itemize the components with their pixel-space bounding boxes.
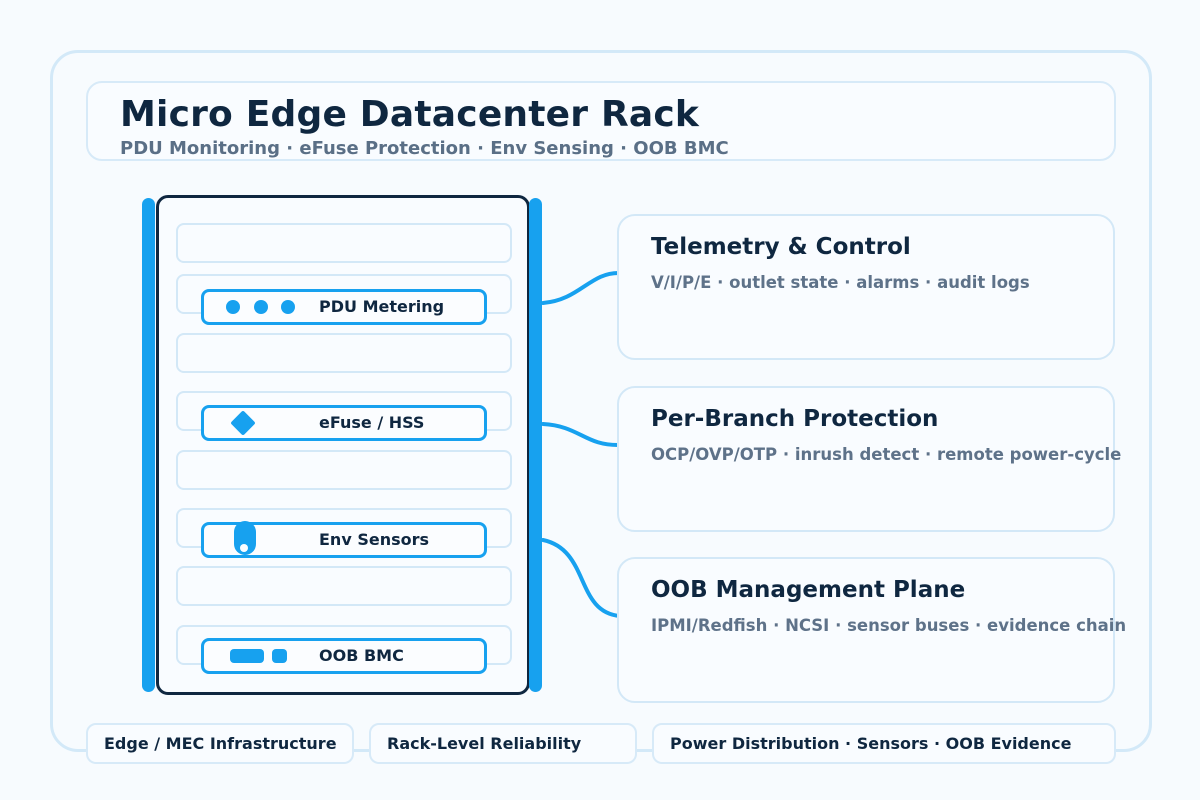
module-label: PDU Metering xyxy=(319,297,445,316)
module-label: eFuse / HSS xyxy=(319,413,425,432)
rack-rail-right xyxy=(529,198,542,692)
module-env-sensors[interactable]: Env Sensors xyxy=(201,521,487,558)
rack-slot-empty xyxy=(176,333,512,373)
card-title: Telemetry & Control xyxy=(651,234,911,260)
rack-slot-empty xyxy=(176,450,512,490)
module-label: Env Sensors xyxy=(319,530,430,549)
card-description: V/I/P/E · outlet state · alarms · audit … xyxy=(651,273,1030,292)
header-panel xyxy=(86,81,1116,161)
tag-label: Edge / MEC Infrastructure xyxy=(104,734,337,753)
rack-rail-left xyxy=(142,198,155,692)
module-oob-bmc[interactable]: OOB BMC xyxy=(201,638,487,674)
tag-edge-mec: Edge / MEC Infrastructure xyxy=(86,723,354,764)
tag-rack-reliability: Rack-Level Reliability xyxy=(369,723,637,764)
tag-label: Power Distribution · Sensors · OOB Evide… xyxy=(670,734,1072,753)
card-title: Per-Branch Protection xyxy=(651,406,939,432)
page-title: Micro Edge Datacenter Rack xyxy=(120,94,700,135)
module-efuse-hss[interactable]: eFuse / HSS xyxy=(201,405,487,441)
card-oob-management-plane: OOB Management Plane IPMI/Redfish · NCSI… xyxy=(617,557,1126,703)
tag-label: Rack-Level Reliability xyxy=(387,734,582,753)
card-title: OOB Management Plane xyxy=(651,577,966,603)
card-per-branch-protection: Per-Branch Protection OCP/OVP/OTP · inru… xyxy=(617,386,1121,532)
card-description: IPMI/Redfish · NCSI · sensor buses · evi… xyxy=(651,616,1127,635)
page-subtitle: PDU Monitoring · eFuse Protection · Env … xyxy=(120,138,729,159)
card-telemetry-control: Telemetry & Control V/I/P/E · outlet sta… xyxy=(617,214,1115,360)
module-pdu-metering[interactable]: PDU Metering xyxy=(201,289,487,325)
sensor-probe-icon xyxy=(234,521,256,555)
tag-power-sensors-oob: Power Distribution · Sensors · OOB Evide… xyxy=(652,723,1116,764)
rack-slot-empty xyxy=(176,223,512,263)
rack-slot-empty xyxy=(176,566,512,606)
card-description: OCP/OVP/OTP · inrush detect · remote pow… xyxy=(651,445,1122,464)
module-label: OOB BMC xyxy=(319,646,404,665)
